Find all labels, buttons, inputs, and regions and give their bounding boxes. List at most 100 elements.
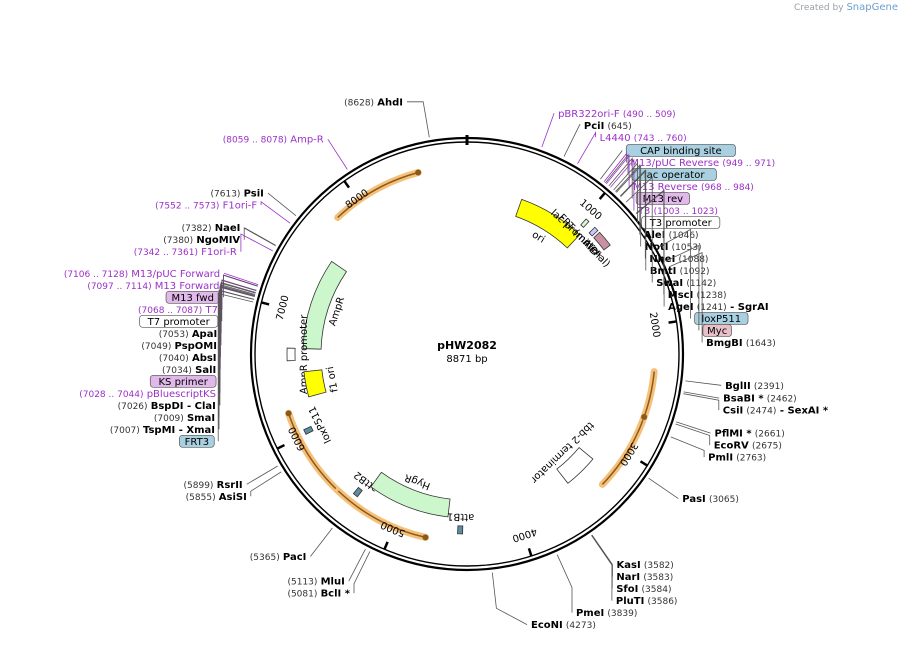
site-leader-line <box>591 534 613 577</box>
site-label: (8628) AhdI <box>344 97 403 108</box>
site-leader-line <box>563 124 581 157</box>
site-feature-box <box>625 144 736 157</box>
site-leader-line <box>348 549 366 582</box>
site-leader-line <box>668 251 703 343</box>
site-label: MscI (1238) <box>668 290 727 301</box>
site-label: (7382) NaeI <box>182 223 241 234</box>
site-leader-line <box>666 244 700 331</box>
feature-ori <box>515 198 581 249</box>
tick-mark <box>598 192 606 200</box>
site-leader-line <box>243 227 276 247</box>
site-label: (7007) TspMI - XmaI <box>110 425 215 436</box>
site-leader-line <box>604 153 629 184</box>
site-leader-line <box>222 274 258 298</box>
site-label: BsaBI * (2462) <box>723 394 797 405</box>
site-leader-line <box>327 138 348 170</box>
site-label: (7097 .. 7114) M13 Forward <box>87 281 219 292</box>
tick-label: 2000 <box>647 312 662 339</box>
orf-arrowhead <box>641 413 648 420</box>
site-label: EcoRV (2675) <box>714 441 782 452</box>
site-label: PmeI (3839) <box>576 608 637 619</box>
site-leader-line <box>250 471 282 497</box>
site-label: AleI (1046) <box>644 230 699 241</box>
site-label: (7053) ApaI <box>159 329 218 340</box>
site-label: (7106 .. 7128) M13/pUC Forward <box>64 269 220 280</box>
site-label: T3 (1003 .. 1023) <box>637 206 718 217</box>
site-label: (7613) PsiI <box>211 189 264 200</box>
site-feature-label: M13 rev <box>643 194 684 205</box>
tick-mark <box>639 460 648 467</box>
tick-mark <box>261 301 270 306</box>
site-leader-line <box>616 164 642 247</box>
site-leader-line <box>577 131 596 165</box>
feature-label: f1 ori <box>325 365 341 393</box>
site-label: (7342 .. 7361) F1ori-R <box>134 247 237 258</box>
site-feature-box <box>641 216 721 229</box>
site-leader-line <box>353 551 371 594</box>
feature-label: AmpR promoter <box>299 314 310 394</box>
site-label: PmlI (2763) <box>708 453 766 464</box>
site-leader-line <box>220 282 256 346</box>
feature-lac-promoter <box>580 218 590 228</box>
tick-mark <box>383 541 389 550</box>
site-leader-line <box>219 286 255 394</box>
feature-label: ori <box>530 229 547 245</box>
site-label: NotI (1053) <box>645 242 702 253</box>
site-label: L4440 (743 .. 760) <box>600 133 687 144</box>
site-leader-line <box>218 289 254 430</box>
credit: Created by SnapGene <box>794 2 898 13</box>
feature-attb1 <box>457 525 464 535</box>
site-label: SwaI (1142) <box>656 278 716 289</box>
tick-label: 3000 <box>617 440 640 467</box>
site-feature-label: T7 promoter <box>147 317 211 328</box>
site-leader-line <box>648 477 679 499</box>
site-leader-line <box>240 233 273 252</box>
site-leader-line <box>683 393 720 411</box>
tick-mark <box>527 547 533 557</box>
site-leader-line <box>556 554 573 613</box>
site-label: SfoI (3584) <box>616 584 671 595</box>
site-leader-line <box>260 201 291 224</box>
site-label: BmtI (1092) <box>650 266 710 277</box>
site-leader-line <box>610 158 635 211</box>
backbone-ring <box>249 135 685 572</box>
site-leader-line <box>267 192 297 217</box>
site-label: (7068 .. 7087) T7 <box>138 305 218 316</box>
site-label: pBR322ori-F (490 .. 509) <box>558 109 676 120</box>
site-label: BglII (2391) <box>725 381 784 392</box>
site-leader-line <box>676 421 711 434</box>
site-leader-line <box>246 465 278 485</box>
site-leader-line <box>407 101 430 138</box>
site-leader-line <box>613 162 638 223</box>
feature-loxp511 <box>303 425 314 435</box>
orf-layer <box>285 169 658 541</box>
site-leader-line <box>218 289 255 418</box>
site-feature-box <box>179 434 215 448</box>
orf-arrowhead <box>422 534 429 541</box>
tick-mark <box>343 180 351 189</box>
site-leader-line <box>591 534 613 589</box>
site-label: PflMI * (2661) <box>714 429 784 440</box>
site-leader-line <box>600 150 623 180</box>
snapgene-brand: SnapGene <box>846 2 898 13</box>
site-leader-line <box>219 286 255 406</box>
site-feature-label: loxP511 <box>702 314 742 325</box>
site-label: (7028 .. 7044) pBluescriptKS <box>79 389 216 400</box>
site-leader-line <box>620 169 647 271</box>
tick-label: 5000 <box>379 518 407 538</box>
site-feature-label: M13 fwd <box>172 293 214 304</box>
site-label: AgeI (1241) - SgrAI <box>668 302 768 313</box>
site-label: (7009) SmaI <box>154 413 215 424</box>
site-label: (7040) AbsI <box>159 353 217 364</box>
site-label: (5855) AsiSI <box>186 492 247 503</box>
orf-arc-core <box>337 490 426 539</box>
site-label: (7026) BspDI - ClaI <box>118 401 216 412</box>
site-leader-line <box>591 535 613 601</box>
feature-label: attB1 <box>447 510 475 522</box>
site-leader-line <box>221 279 257 322</box>
feature-label: loxP511 <box>307 404 334 444</box>
site-feature-box <box>702 324 732 337</box>
site-label: NheI (1088) <box>649 254 708 265</box>
